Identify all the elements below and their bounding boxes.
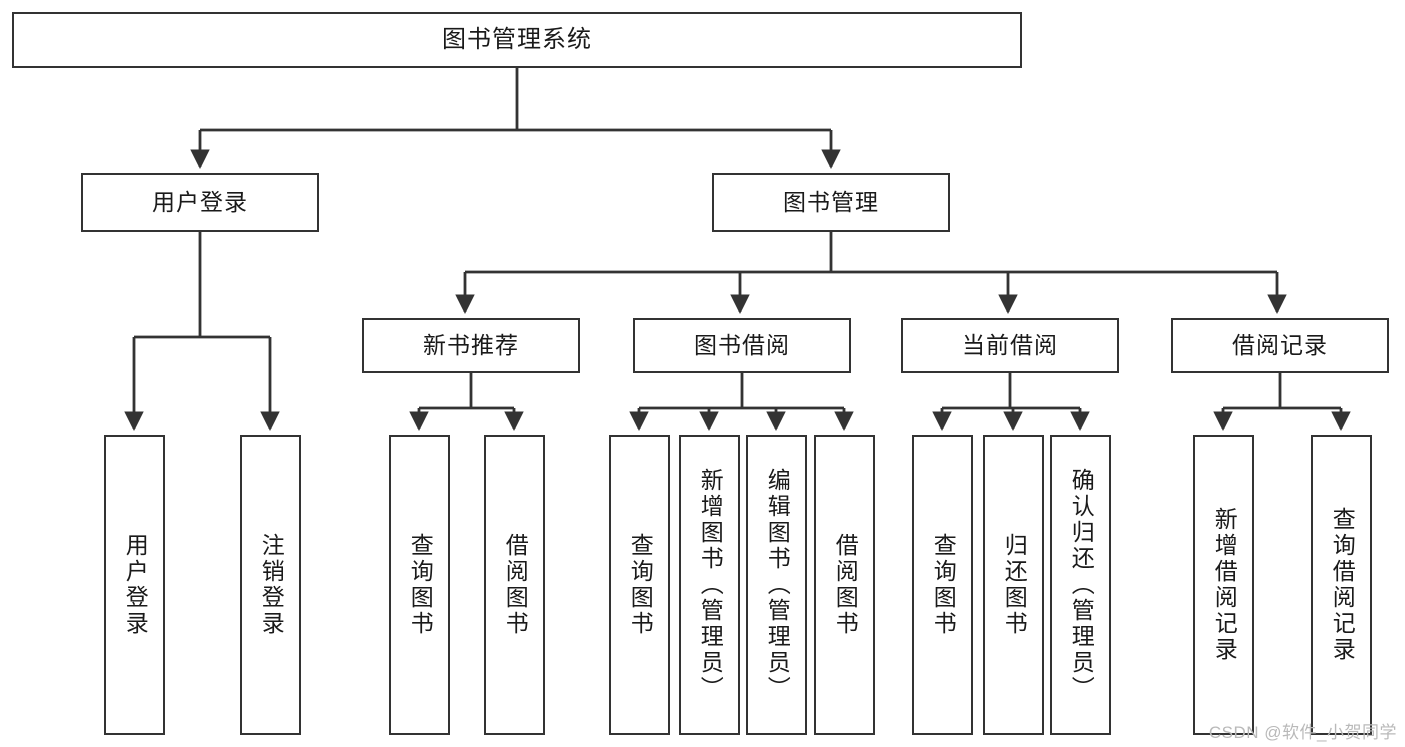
node-label: 查询图书 — [407, 533, 434, 637]
node-leaf-return-book[interactable]: 归还图书 — [983, 435, 1044, 735]
node-label: 用户登录 — [122, 533, 149, 637]
node-label: 编辑图书（管理员） — [764, 468, 791, 702]
node-label: 新增借阅记录 — [1211, 507, 1238, 663]
node-label: 新增图书（管理员） — [697, 468, 724, 702]
node-label: 确认归还（管理员） — [1068, 468, 1095, 702]
node-label: 注销登录 — [258, 533, 285, 637]
node-leaf-query-borrow-record[interactable]: 查询借阅记录 — [1311, 435, 1372, 735]
node-label: 用户登录 — [152, 188, 248, 215]
node-book-manage[interactable]: 图书管理 — [712, 173, 950, 232]
node-user-login[interactable]: 用户登录 — [81, 173, 319, 232]
node-leaf-add-book[interactable]: 新增图书（管理员） — [679, 435, 740, 735]
node-new-book-recommend[interactable]: 新书推荐 — [362, 318, 580, 373]
node-label: 借阅记录 — [1232, 331, 1328, 358]
node-label: 借阅图书 — [832, 533, 859, 637]
node-label: 查询借阅记录 — [1329, 507, 1356, 663]
node-leaf-logout[interactable]: 注销登录 — [240, 435, 301, 735]
node-label: 归还图书 — [1001, 533, 1028, 637]
node-leaf-add-borrow-record[interactable]: 新增借阅记录 — [1193, 435, 1254, 735]
node-label: 当前借阅 — [962, 331, 1058, 358]
node-leaf-query-book-borrow[interactable]: 查询图书 — [609, 435, 670, 735]
node-book-borrow[interactable]: 图书借阅 — [633, 318, 851, 373]
node-label: 图书管理 — [783, 188, 879, 215]
node-leaf-confirm-return[interactable]: 确认归还（管理员） — [1050, 435, 1111, 735]
node-borrow-record[interactable]: 借阅记录 — [1171, 318, 1389, 373]
node-label: 查询图书 — [627, 533, 654, 637]
node-leaf-borrow-book[interactable]: 借阅图书 — [814, 435, 875, 735]
node-label: 图书管理系统 — [442, 25, 592, 53]
node-current-borrow[interactable]: 当前借阅 — [901, 318, 1119, 373]
node-leaf-borrow-book-rec[interactable]: 借阅图书 — [484, 435, 545, 735]
node-label: 借阅图书 — [502, 533, 529, 637]
watermark-credit: CSDN @软件_小贺同学 — [1208, 723, 1397, 742]
node-leaf-user-login[interactable]: 用户登录 — [104, 435, 165, 735]
node-label: 图书借阅 — [694, 331, 790, 358]
node-label: 新书推荐 — [423, 331, 519, 358]
node-label: 查询图书 — [930, 533, 957, 637]
node-leaf-query-book-current[interactable]: 查询图书 — [912, 435, 973, 735]
node-leaf-edit-book[interactable]: 编辑图书（管理员） — [746, 435, 807, 735]
node-root-system[interactable]: 图书管理系统 — [12, 12, 1022, 68]
node-leaf-query-book-rec[interactable]: 查询图书 — [389, 435, 450, 735]
